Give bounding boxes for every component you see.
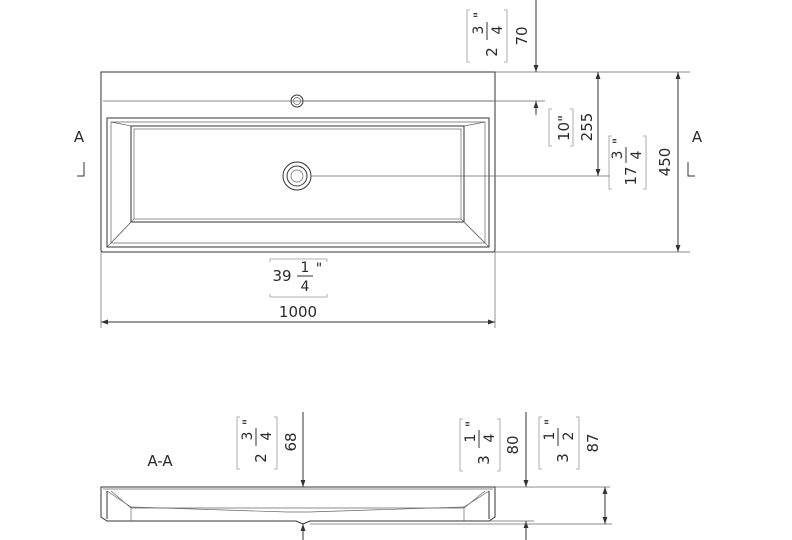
section-profile (100, 486, 496, 525)
svg-text:1: 1 (463, 434, 479, 443)
dim-87-inch: 3 1 2 " (538, 416, 580, 470)
bowl-rim-outer (106, 117, 490, 248)
svg-text:2: 2 (252, 453, 270, 463)
dim-80-inch: 3 1 4 " (459, 418, 501, 472)
svg-text:4: 4 (629, 150, 645, 159)
section-marker-left: A (74, 128, 85, 177)
dim-68-mm: 68 (282, 432, 300, 451)
dim-68-inch: 2 3 4 " (236, 416, 278, 470)
dim-450-mm: 450 (656, 148, 674, 177)
section-view: A-A 68 2 3 4 " 80 3 1 (100, 412, 612, 540)
dim-70-mm: 70 (513, 26, 531, 45)
svg-text:3: 3 (610, 151, 626, 160)
dim-1000-mm: 1000 (279, 303, 317, 321)
bowl-rim-inner (110, 121, 486, 244)
bowl-floor (130, 125, 465, 223)
bowl-floor-inner (133, 128, 462, 220)
svg-text:3: 3 (554, 453, 572, 463)
svg-text:3: 3 (471, 26, 487, 35)
dim-1000-inch: 39 1 4 " (269, 258, 328, 298)
top-view: 70 2 3 4 " 255 10" 450 17 3 4 " (74, 0, 703, 328)
svg-text:4: 4 (482, 433, 498, 442)
svg-text:1: 1 (301, 260, 310, 276)
dim-255-mm: 255 (578, 113, 596, 142)
dim-255-inch: 10" (548, 108, 574, 147)
slope-tr (463, 121, 486, 127)
section-marker-right: A (687, 128, 703, 177)
svg-text:": " (241, 419, 257, 425)
svg-text:2: 2 (561, 432, 577, 441)
section-label: A-A (147, 452, 173, 470)
svg-text:1: 1 (542, 432, 558, 441)
svg-text:": " (611, 138, 627, 144)
svg-text:10": 10" (555, 115, 573, 141)
svg-text:4: 4 (490, 25, 506, 34)
svg-text:2: 2 (483, 47, 501, 57)
svg-text:17: 17 (622, 166, 640, 185)
drain-inner-icon (286, 165, 308, 187)
dim-70-inch: 2 3 4 " (466, 9, 508, 63)
svg-text:39: 39 (272, 267, 291, 285)
basin-outline (100, 71, 496, 253)
svg-text:A: A (692, 128, 703, 146)
dim-450-inch: 17 3 4 " (608, 135, 647, 190)
dim-80-mm: 80 (504, 435, 522, 454)
slope-bl2 (110, 218, 135, 244)
svg-text:3: 3 (475, 455, 493, 465)
svg-text:": " (464, 421, 480, 427)
svg-text:A: A (74, 128, 85, 146)
svg-text:": " (472, 12, 488, 18)
svg-text:3: 3 (240, 432, 256, 441)
tap-hole-inner-icon (293, 97, 301, 105)
slope-br2 (460, 218, 486, 244)
svg-text:": " (543, 419, 559, 425)
svg-text:4: 4 (301, 279, 310, 295)
slope-tl (110, 121, 132, 127)
dim-87-mm: 87 (584, 433, 602, 452)
svg-text:": " (316, 261, 322, 277)
drain-core-icon (290, 169, 304, 183)
svg-text:4: 4 (259, 431, 275, 440)
